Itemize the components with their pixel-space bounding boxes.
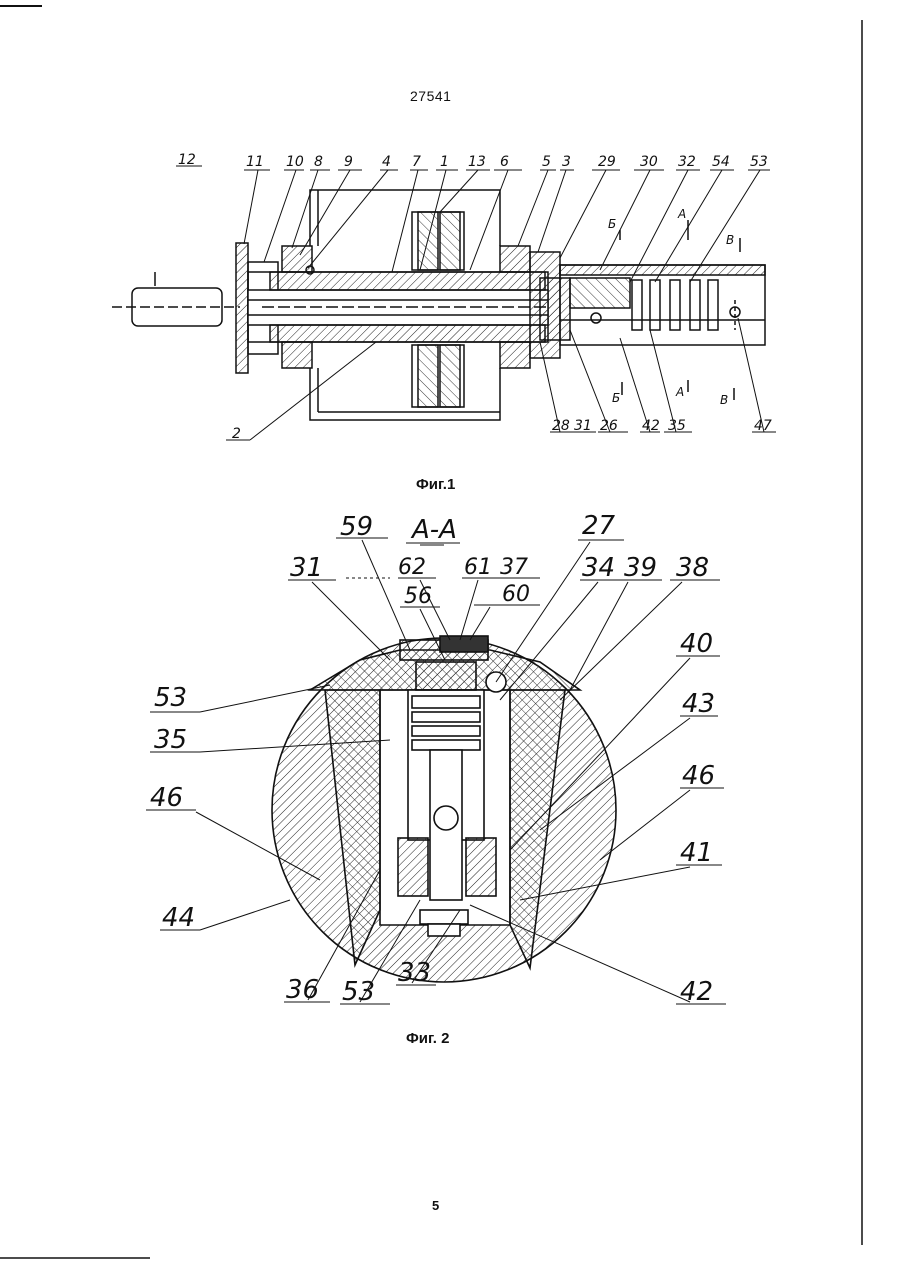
label-54: 54 — [712, 154, 730, 170]
label-29: 29 — [598, 154, 616, 170]
label-2: 2 — [232, 426, 241, 442]
label-13: 13 — [468, 154, 486, 170]
label-30: 30 — [640, 154, 658, 170]
label-61: 61 — [464, 555, 492, 580]
label-32: 32 — [678, 154, 696, 170]
section-title-a-a: А-А — [410, 515, 457, 545]
label-53: 53 — [750, 154, 768, 170]
label-37: 37 — [500, 555, 528, 580]
figure-2-caption: Фиг. 2 — [406, 1030, 449, 1047]
section-mark-a-top: А — [677, 207, 686, 221]
label-38: 38 — [676, 553, 709, 583]
label-9: 9 — [344, 154, 353, 170]
label-36: 36 — [286, 975, 319, 1005]
figure-2-shapes — [272, 636, 616, 982]
label-6: 6 — [500, 154, 509, 170]
label-60: 60 — [502, 582, 530, 607]
label-46-right: 46 — [682, 761, 715, 791]
label-27: 27 — [582, 511, 616, 541]
label-3: 3 — [562, 154, 571, 170]
label-39: 39 — [624, 553, 657, 583]
label-34: 34 — [582, 553, 615, 583]
label-33: 33 — [398, 958, 431, 988]
label-28: 28 — [552, 418, 570, 434]
label-1: 1 — [440, 154, 449, 170]
figure-1-caption: Фиг.1 — [416, 476, 455, 493]
label-42: 42 — [680, 977, 713, 1007]
label-4: 4 — [382, 154, 391, 170]
label-40: 40 — [680, 629, 713, 659]
label-42: 42 — [642, 418, 660, 434]
label-10: 10 — [286, 154, 304, 170]
label-31: 31 — [574, 418, 592, 434]
page-number: 5 — [432, 1198, 439, 1213]
label-35: 35 — [668, 418, 686, 434]
label-12: 12 — [178, 152, 196, 168]
label-62: 62 — [398, 555, 426, 580]
label-53-bottom: 53 — [342, 977, 375, 1007]
section-mark-b-top: Б — [608, 217, 616, 231]
label-47: 47 — [754, 418, 772, 434]
label-31: 31 — [290, 553, 323, 583]
label-56: 56 — [404, 584, 432, 609]
section-mark-b-bottom: Б — [612, 391, 620, 405]
label-11: 11 — [246, 154, 264, 170]
label-53-left: 53 — [154, 683, 187, 713]
section-mark-v-top: В — [726, 233, 734, 247]
label-46-left: 46 — [150, 783, 183, 813]
label-35: 35 — [154, 725, 187, 755]
label-26: 26 — [600, 418, 618, 434]
label-43: 43 — [682, 689, 715, 719]
label-7: 7 — [412, 154, 421, 170]
section-mark-a-bottom: А — [675, 385, 684, 399]
section-mark-v-bottom: В — [720, 393, 728, 407]
label-41: 41 — [680, 838, 713, 868]
label-59: 59 — [340, 512, 373, 542]
label-8: 8 — [314, 154, 323, 170]
label-44: 44 — [162, 903, 195, 933]
label-5: 5 — [542, 154, 551, 170]
figure-1-shapes — [112, 190, 765, 420]
